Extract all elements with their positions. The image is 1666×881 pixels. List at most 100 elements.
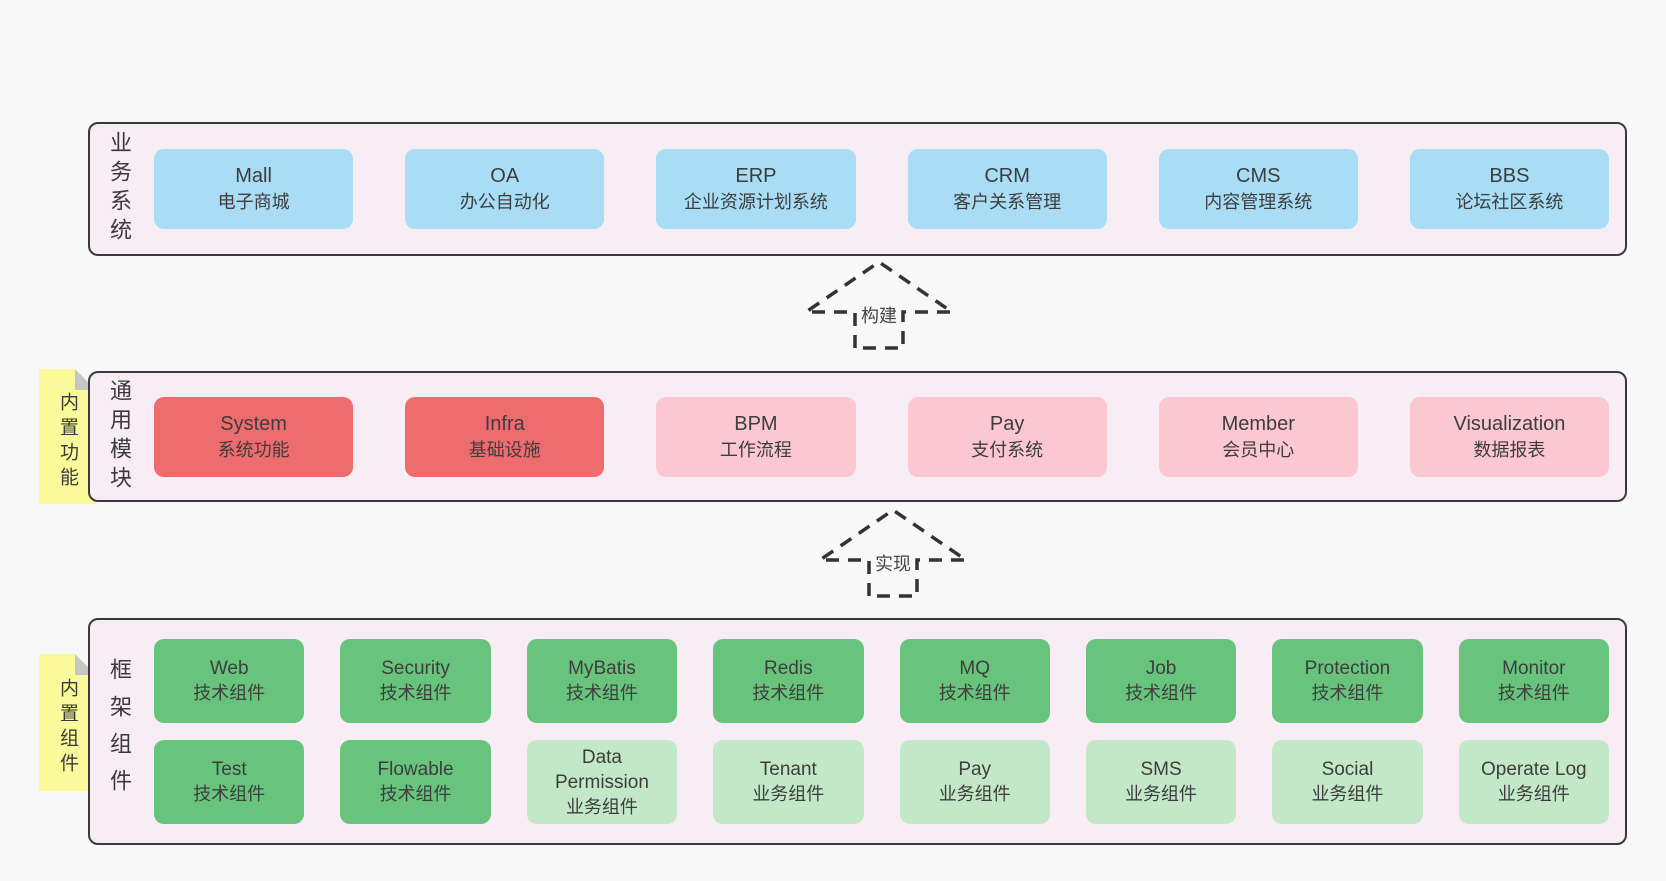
box-subtitle: 数据报表 [1473,439,1546,460]
box-monitor: Monitor 技术组件 [1458,639,1609,723]
box-infra: Infra 基础设施 [405,396,605,477]
component-row: Test 技术组件 Flowable 技术组件 Data Permission … [154,740,1609,824]
box-title: ERP [735,165,777,187]
band-label: 通用模块 [107,378,132,495]
box-subtitle: 客户关系管理 [953,192,1062,212]
box-subtitle: 工作流程 [719,439,792,460]
box-title: Flowable [377,759,454,780]
box-subtitle: 技术组件 [752,683,825,703]
box-subtitle: 企业资源计划系统 [683,192,828,212]
box-title: Mall [235,165,272,187]
box-cms: CMS 内容管理系统 [1158,149,1358,229]
box-web: Web 技术组件 [154,639,305,723]
box-data-permission: Data Permission 业务组件 [526,740,678,824]
band-rows: Web 技术组件 Security 技术组件 MyBatis 技术组件 Redi… [154,639,1609,824]
box-flowable: Flowable 技术组件 [340,740,491,824]
box-crm: CRM 客户关系管理 [907,149,1107,229]
box-subtitle: 技术组件 [1125,683,1198,703]
box-title: SMS [1140,759,1182,780]
box-sms: SMS 业务组件 [1085,740,1237,824]
box-title: Operate Log [1480,759,1587,780]
box-security: Security 技术组件 [340,639,491,723]
build-arrow-label: 构建 [858,302,900,328]
box-subtitle: 技术组件 [379,784,452,804]
band-boxes: System 系统功能 Infra 基础设施 BPM 工作流程 Pay 支付系统… [154,396,1610,477]
box-title: Monitor [1502,658,1566,679]
box-erp: ERP 企业资源计划系统 [656,149,856,229]
box-mq: MQ 技术组件 [899,639,1050,723]
box-member: Member 会员中心 [1158,396,1358,477]
box-mall: Mall 电子商城 [154,149,354,229]
box-title: Job [1145,658,1177,679]
box-title: Pay [989,412,1025,435]
band-framework-components: 框架组件 Web 技术组件 Security 技术组件 MyBatis 技术组件… [88,618,1627,845]
box-title: Visualization [1453,412,1566,435]
box-subtitle: 技术组件 [1311,683,1384,703]
box-subtitle: 技术组件 [1497,683,1570,703]
box-title: Protection [1304,658,1391,679]
sticky-note-label: 内置功能 [57,391,78,492]
band-label: 业务系统 [107,131,132,247]
box-visualization: Visualization 数据报表 [1409,396,1610,477]
band-business-systems: 业务系统 Mall 电子商城 OA 办公自动化 ERP 企业资源计划系统 CRM… [88,122,1627,256]
sticky-note-label: 内置组件 [57,677,78,778]
box-mybatis: MyBatis 技术组件 [526,639,678,723]
box-title: Infra [484,412,525,435]
box-title: Tenant [759,759,817,780]
box-title: Test [211,759,247,780]
box-social: Social 业务组件 [1272,740,1423,824]
box-bpm: BPM 工作流程 [656,396,856,477]
box-redis: Redis 技术组件 [713,639,864,723]
box-title: Web [209,658,249,679]
box-subtitle: 电子商城 [217,192,290,212]
box-title: MyBatis [568,658,636,679]
box-operate-log: Operate Log 业务组件 [1458,740,1609,824]
box-subtitle: 会员中心 [1222,439,1295,460]
box-subtitle: 业务组件 [565,796,638,817]
box-pay-component: Pay 业务组件 [899,740,1050,824]
box-title: Social [1321,759,1374,780]
implement-arrow: 实现 [810,500,976,604]
box-title: MQ [959,658,990,679]
box-subtitle: 业务组件 [1497,784,1570,804]
box-oa: OA 办公自动化 [405,149,605,229]
sticky-note-builtin-features: 内置功能 [39,369,96,504]
box-subtitle: 内容管理系统 [1204,192,1313,212]
box-subtitle: 业务组件 [1311,784,1384,804]
box-system: System 系统功能 [154,396,354,477]
box-title: Data Permission [554,746,649,793]
box-protection: Protection 技术组件 [1272,639,1423,723]
build-arrow: 构建 [796,252,962,356]
box-title: Redis [764,658,813,679]
box-subtitle: 基础设施 [468,439,541,460]
box-subtitle: 系统功能 [217,439,290,460]
box-subtitle: 技术组件 [938,683,1011,703]
box-title: CMS [1236,165,1281,187]
box-subtitle: 技术组件 [193,683,266,703]
box-title: CRM [984,165,1030,187]
box-title: Pay [958,759,992,780]
box-subtitle: 业务组件 [938,784,1011,804]
box-job: Job 技术组件 [1085,639,1237,723]
component-row: Web 技术组件 Security 技术组件 MyBatis 技术组件 Redi… [154,639,1609,723]
box-title: OA [490,165,520,187]
box-title: Member [1221,412,1295,435]
box-subtitle: 业务组件 [752,784,825,804]
implement-arrow-label: 实现 [872,550,914,576]
box-subtitle: 技术组件 [565,683,638,703]
box-test: Test 技术组件 [154,740,305,824]
box-title: BPM [734,412,778,435]
box-subtitle: 论坛社区系统 [1455,192,1564,212]
box-pay: Pay 支付系统 [907,396,1107,477]
box-title: BBS [1489,165,1530,187]
box-subtitle: 支付系统 [971,439,1044,460]
box-subtitle: 技术组件 [193,784,266,804]
box-bbs: BBS 论坛社区系统 [1409,149,1610,229]
box-title: Security [381,658,450,679]
box-subtitle: 技术组件 [379,683,452,703]
band-label: 框架组件 [107,657,132,806]
box-subtitle: 业务组件 [1125,784,1198,804]
box-subtitle: 办公自动化 [459,192,550,212]
box-title: System [220,412,287,435]
band-boxes: Mall 电子商城 OA 办公自动化 ERP 企业资源计划系统 CRM 客户关系… [154,149,1610,229]
